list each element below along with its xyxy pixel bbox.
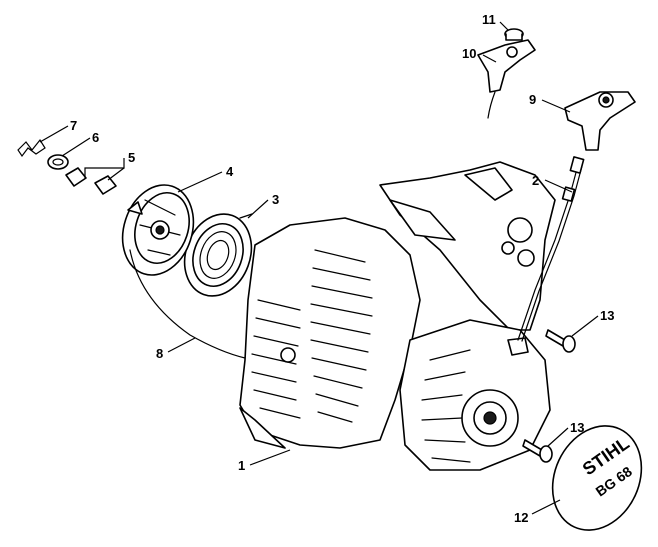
callout-13-upper: 13	[600, 308, 614, 323]
screw-part-13-upper	[545, 329, 576, 353]
grip-handle-part-10	[477, 39, 536, 119]
callout-1: 1	[238, 458, 245, 473]
screw-part-13-lower	[522, 439, 553, 463]
washer-part-6	[47, 154, 69, 170]
callout-6: 6	[92, 130, 99, 145]
rewind-spring-part-3	[183, 213, 253, 297]
callout-9: 9	[529, 92, 536, 107]
fan-housing-part-1	[239, 161, 556, 471]
callout-12: 12	[514, 510, 528, 525]
leader-lines	[39, 21, 599, 515]
vent-grille	[251, 249, 373, 423]
callout-7: 7	[70, 118, 77, 133]
cap-part-11	[504, 28, 524, 41]
throttle-cable-part-2	[517, 156, 585, 342]
callout-8: 8	[156, 346, 163, 361]
pawls-part-5	[65, 167, 117, 195]
starter-grip-part-9	[564, 91, 636, 151]
spring-clip-part-7	[17, 138, 46, 158]
starter-rope-part-8	[129, 249, 246, 359]
callout-11: 11	[482, 12, 496, 27]
rope-rotor-part-4	[121, 184, 195, 276]
logo-badge-part-12: STIHL BG 68	[551, 425, 643, 531]
callout-5: 5	[128, 150, 135, 165]
callout-4: 4	[226, 164, 234, 179]
intake-vanes	[421, 349, 471, 463]
callout-3: 3	[272, 192, 279, 207]
callout-2: 2	[532, 173, 539, 188]
callout-numbers: 1 2 3 4 5 6 7 8 9 10 11 12 13 13	[70, 12, 614, 525]
callout-10: 10	[462, 46, 476, 61]
callout-13-lower: 13	[570, 420, 584, 435]
